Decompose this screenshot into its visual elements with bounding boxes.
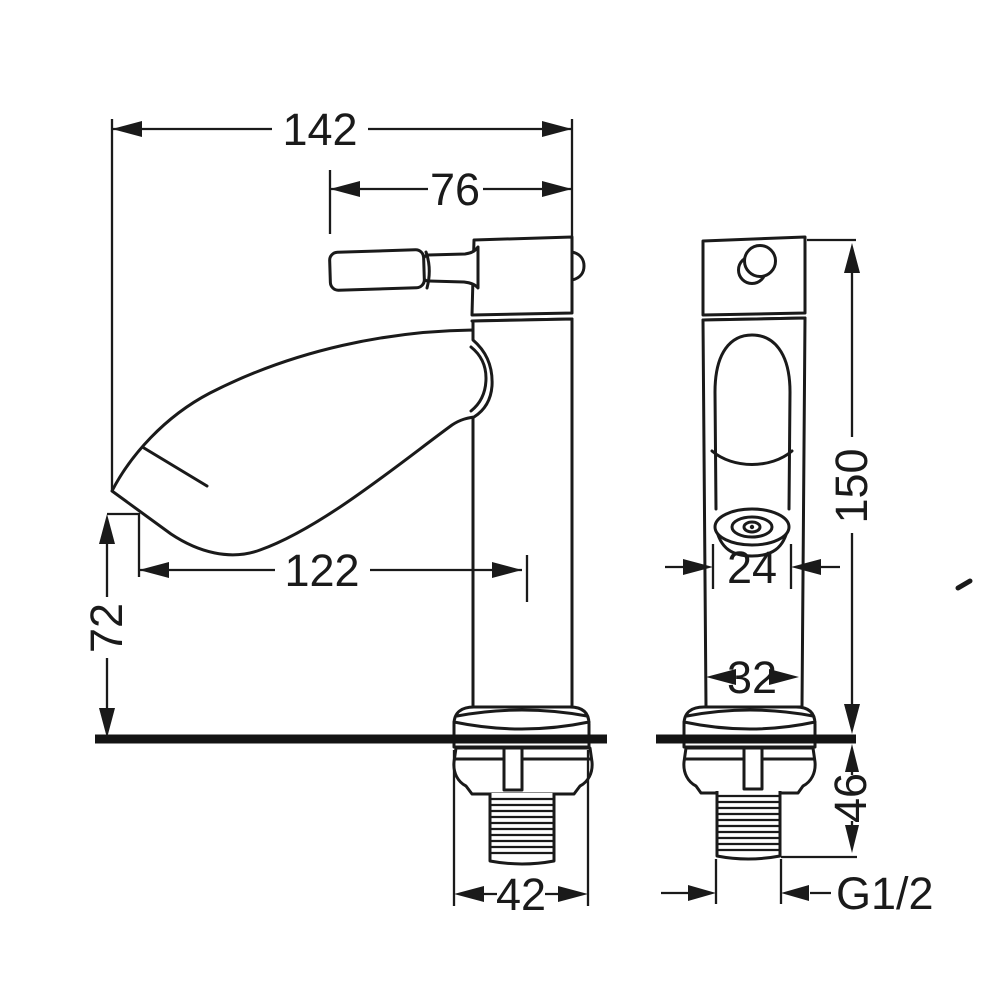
spout-reach-label: 122 (284, 545, 359, 596)
aerator-middle-ring (730, 515, 774, 539)
dim-handle-length: 76 (328, 164, 572, 234)
arrowhead-left (791, 559, 821, 575)
dim-spout-diameter: 24 (665, 542, 840, 593)
aerator-inner-ring (742, 520, 762, 534)
spout-diameter-label: 24 (727, 542, 777, 593)
dim-total-height: 150 (807, 238, 877, 734)
spout (110, 328, 494, 557)
dim-base-diameter: 42 (452, 750, 590, 920)
dim-inlet-thread: G1/2 (661, 859, 934, 919)
arrowhead-right (769, 669, 799, 685)
total-height-label: 150 (826, 448, 877, 523)
mounting-nut-front-detail (684, 746, 815, 791)
base-flange-rim-arcs (452, 708, 591, 731)
arrowhead-right (492, 562, 522, 578)
arrowhead-left (781, 885, 809, 901)
arrowhead-left (112, 121, 142, 137)
dim-overall-length: 142 (110, 104, 574, 491)
base-flange-front-rim-arcs (682, 708, 817, 731)
mounting-nut-side-detail (454, 746, 592, 792)
arrowhead-up (845, 744, 859, 772)
cap-side-bump (570, 250, 586, 282)
arrowhead-left (706, 669, 736, 685)
spout-aerator-band-line (142, 446, 209, 488)
arrowhead-down (845, 825, 859, 853)
dim-outlet-height: 72 (81, 514, 132, 738)
arrowhead-down (99, 708, 115, 738)
outlet-height-label: 72 (81, 603, 132, 653)
inlet-thread-label: G1/2 (836, 868, 934, 919)
dim-spout-reach: 122 (107, 512, 529, 602)
faucet-front-view (682, 235, 817, 861)
base-diameter-label: 42 (496, 869, 546, 920)
handle-stem (421, 245, 480, 290)
overall-length-label: 142 (282, 104, 357, 155)
handle-hub-circle (743, 244, 777, 278)
arrowhead-up (99, 514, 115, 544)
dim-body-diameter: 32 (706, 652, 799, 703)
arrowhead-right (558, 886, 588, 902)
arrowhead-right (542, 121, 572, 137)
arrowhead-left (139, 562, 169, 578)
body-cap (470, 235, 574, 317)
aerator-housing-arc (714, 525, 790, 558)
arrowhead-down (844, 704, 860, 734)
arrowhead-left (454, 886, 484, 902)
arrowhead-right (683, 559, 713, 575)
shank-depth-label: 46 (825, 773, 876, 823)
front-spout-bend-arc (710, 449, 794, 466)
front-spout-outline (713, 333, 792, 511)
handle-length-label: 76 (430, 164, 480, 215)
arrowhead-left (330, 181, 360, 197)
stray-mark (955, 578, 973, 591)
faucet-side-view (110, 235, 594, 866)
thread-lines-side (488, 797, 556, 855)
aerator-center-dot (749, 524, 755, 530)
thread-lines-front (715, 794, 782, 852)
body-diameter-label: 32 (727, 652, 777, 703)
handle-grip-end-line (424, 250, 431, 290)
spout-boss-inner-line (469, 345, 488, 413)
handle-grip (328, 248, 426, 292)
arrowhead-up (844, 243, 860, 273)
mounting-nut-front (682, 746, 817, 795)
arrowhead-right (688, 885, 716, 901)
dim-shank-depth: 46 (781, 744, 876, 859)
arrowhead-right (542, 181, 572, 197)
